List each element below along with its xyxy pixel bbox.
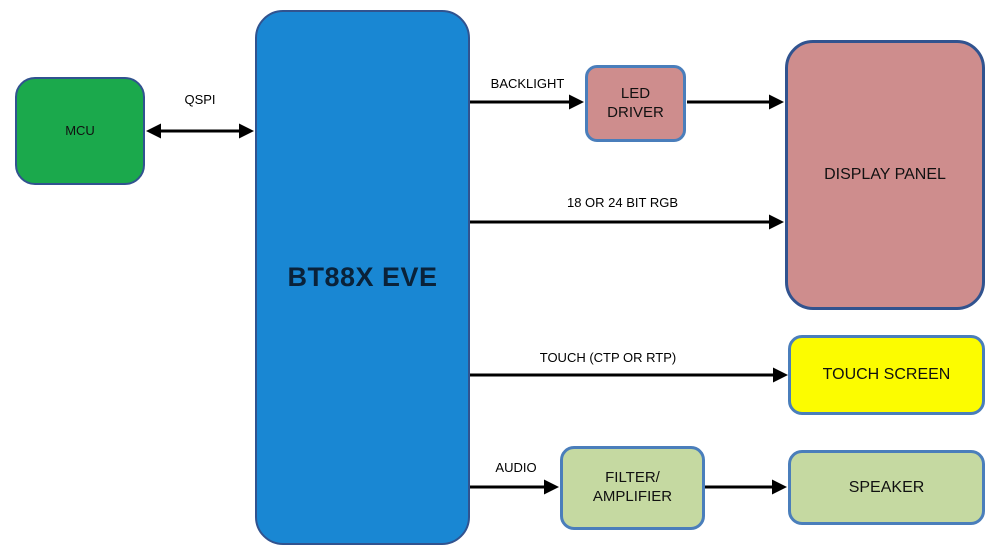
node-bt88x-eve: BT88X EVE xyxy=(255,10,470,545)
qspi-bidirectional-arrow xyxy=(146,123,254,139)
node-mcu: MCU xyxy=(15,77,145,185)
touch-arrow xyxy=(470,367,788,383)
backlight-arrow xyxy=(470,94,584,110)
node-filter-amplifier: FILTER/ AMPLIFIER xyxy=(560,446,705,530)
filter-to-speaker-arrow xyxy=(705,479,787,495)
rgb-label: 18 OR 24 BIT RGB xyxy=(566,195,679,210)
node-display-panel: DISPLAY PANEL xyxy=(785,40,985,310)
rgb-arrow xyxy=(470,214,784,230)
audio-arrow xyxy=(470,479,559,495)
node-touch-screen-label: TOUCH SCREEN xyxy=(822,366,951,383)
node-touch-screen: TOUCH SCREEN xyxy=(788,335,985,415)
node-speaker: SPEAKER xyxy=(788,450,985,525)
backlight-label: BACKLIGHT xyxy=(490,76,565,91)
node-mcu-label: MCU xyxy=(65,122,95,138)
led-driver-to-display-arrow xyxy=(687,94,784,110)
node-display-panel-label: DISPLAY PANEL xyxy=(824,166,946,183)
node-bt88x-eve-label: BT88X EVE xyxy=(287,261,438,292)
node-filter-amplifier-label: FILTER/ AMPLIFIER xyxy=(592,469,673,505)
qspi-label: QSPI xyxy=(184,92,216,107)
node-led-driver: LED DRIVER xyxy=(585,65,686,142)
node-speaker-label: SPEAKER xyxy=(848,478,925,496)
node-led-driver-label: LED DRIVER xyxy=(607,84,664,121)
audio-label: AUDIO xyxy=(495,460,537,475)
touch-label: TOUCH (CTP OR RTP) xyxy=(539,350,677,365)
